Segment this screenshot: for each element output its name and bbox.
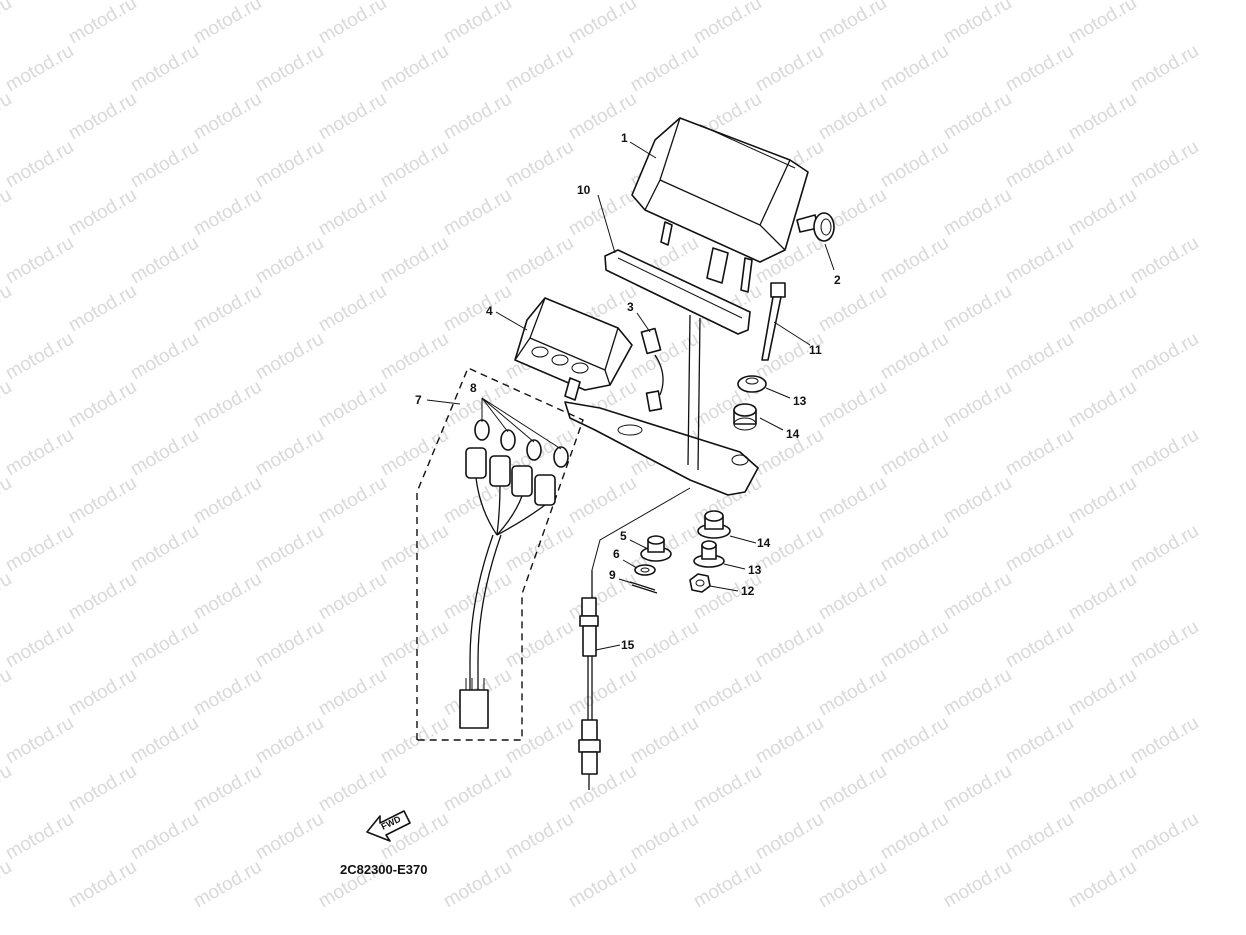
grommet-upper [733, 403, 757, 431]
socket-1 [465, 447, 487, 479]
callout-8: 8 [470, 381, 477, 395]
leader-lines [426, 141, 835, 651]
main-bracket [564, 314, 759, 496]
grommet-lower [697, 510, 731, 539]
callout-10: 10 [577, 183, 591, 197]
wire-harness [416, 367, 584, 741]
nut [689, 573, 711, 593]
speedometer-cable [578, 487, 691, 790]
fwd-arrow-icon: FWD [366, 810, 411, 842]
washer-small [634, 564, 656, 576]
washer-upper [737, 375, 767, 393]
socket-3 [511, 465, 533, 497]
grommet-left [640, 535, 672, 562]
callout-labels: 1 2 3 4 5 6 7 8 9 10 11 12 13 13 14 14 1… [415, 131, 841, 652]
callout-11: 11 [809, 343, 822, 357]
bulb-1 [474, 419, 490, 441]
callout-6: 6 [613, 547, 620, 561]
callout-15: 15 [621, 638, 635, 652]
callout-13-lower: 13 [748, 563, 762, 577]
callout-14-upper: 14 [786, 427, 800, 441]
bulb-4 [553, 446, 569, 468]
callout-12: 12 [741, 584, 755, 598]
callout-3: 3 [627, 300, 634, 314]
callout-4: 4 [486, 304, 493, 318]
clip [629, 581, 658, 594]
small-connector [640, 327, 664, 412]
callout-14-lower: 14 [757, 536, 771, 550]
socket-4 [534, 474, 556, 506]
callout-7: 7 [415, 393, 422, 407]
callout-1: 1 [621, 131, 628, 145]
socket-2 [489, 455, 511, 487]
bulb-3 [526, 439, 542, 461]
meter-housing [631, 117, 809, 293]
callout-9: 9 [609, 568, 616, 582]
trip-knob [796, 212, 835, 242]
callout-13-upper: 13 [793, 394, 807, 408]
callout-2: 2 [834, 273, 841, 287]
diagram-code: 2C82300-E370 [340, 862, 427, 877]
top-bracket [604, 249, 751, 335]
callout-5: 5 [620, 529, 627, 543]
collar-lower [693, 540, 725, 568]
bulb-2 [500, 429, 516, 451]
bolt [761, 282, 786, 361]
indicator-housing [514, 297, 633, 401]
